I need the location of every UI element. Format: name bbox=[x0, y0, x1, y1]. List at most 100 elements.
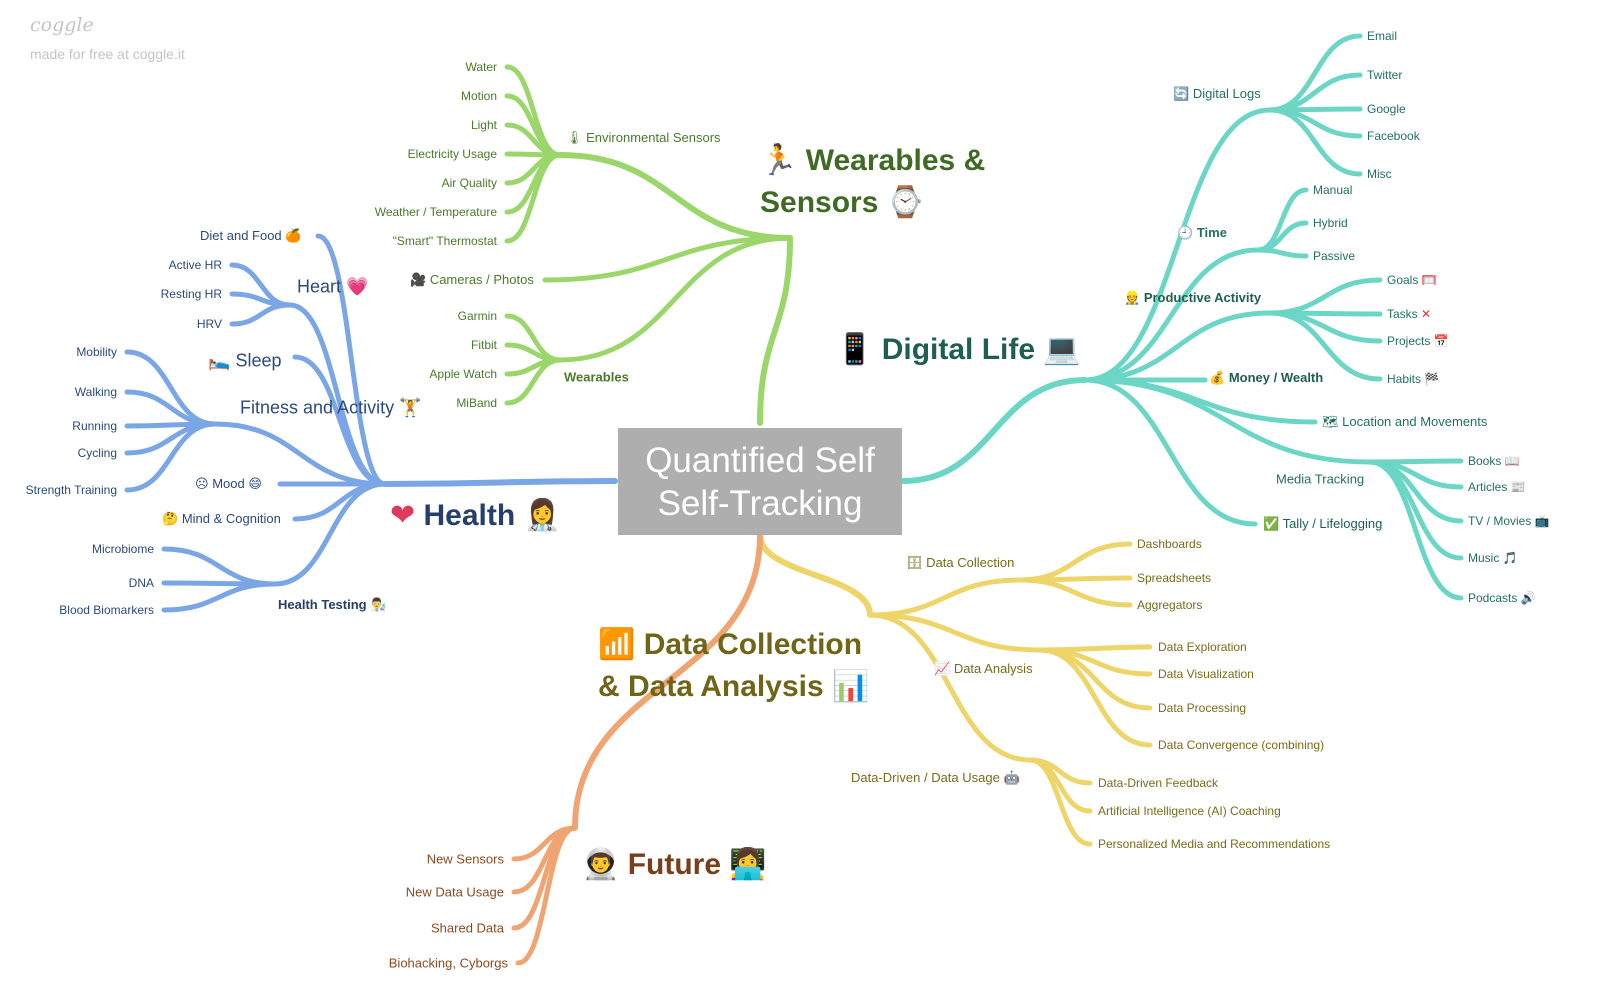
location-movements-node[interactable]: 🗺 Location and Movements bbox=[1322, 415, 1487, 429]
health-title-node[interactable]: ❤ Health 👩‍⚕️ bbox=[390, 495, 561, 537]
digital-life-title-node[interactable]: 📱 Digital Life 💻 bbox=[836, 329, 1081, 371]
env-item[interactable]: Motion bbox=[460, 89, 497, 103]
environmental-sensors-node[interactable]: 🌡 Environmental Sensors bbox=[566, 131, 721, 145]
log-item[interactable]: Google bbox=[1367, 102, 1406, 116]
media-tracking-node[interactable]: Media Tracking bbox=[1276, 471, 1365, 487]
time-leaf-link bbox=[1255, 187, 1309, 253]
media-item-music[interactable]: Music 🎵 bbox=[1468, 552, 1518, 564]
wearables-title-node[interactable]: 🏃 Wearables & Sensors ⌚ bbox=[760, 140, 985, 224]
wearables-main-branch bbox=[757, 235, 793, 426]
testing-leaf-link bbox=[161, 581, 278, 613]
mind-cognition-node[interactable]: 🤔 Mind & Cognition bbox=[162, 512, 281, 526]
wearables-node[interactable]: Wearables bbox=[564, 369, 629, 385]
data-title-node[interactable]: 📶 Data Collection & Data Analysis 📊 bbox=[598, 624, 869, 708]
time-item[interactable]: Manual bbox=[1313, 183, 1353, 197]
fitness-branch bbox=[212, 421, 388, 487]
coggle-logo[interactable]: coggle bbox=[30, 14, 94, 36]
collection-item[interactable]: Dashboards bbox=[1137, 537, 1202, 551]
fitness-item[interactable]: Strength Training bbox=[25, 483, 117, 497]
env-item[interactable]: "Smart" Thermostat bbox=[392, 234, 497, 248]
media-item-podcasts[interactable]: Podcasts 🔊 bbox=[1468, 592, 1536, 604]
diet-food-node[interactable]: Diet and Food 🍊 bbox=[200, 229, 301, 243]
money-wealth-node[interactable]: 💰 Money / Wealth bbox=[1209, 371, 1323, 385]
books-label: Books bbox=[1468, 454, 1502, 468]
analysis-item[interactable]: Data Visualization bbox=[1158, 667, 1254, 681]
future-title-node[interactable]: 👨‍🚀 Future 👩‍💻 bbox=[582, 844, 767, 886]
heart-item[interactable]: Resting HR bbox=[160, 287, 222, 301]
tally-lifelogging-label: Tally / Lifelogging bbox=[1282, 516, 1383, 531]
driven-item[interactable]: Personalized Media and Recommendations bbox=[1098, 837, 1331, 851]
collection-item[interactable]: Spreadsheets bbox=[1137, 571, 1212, 585]
heart-node[interactable]: Heart 💗 bbox=[297, 278, 368, 297]
central-node[interactable]: Quantified Self Self-Tracking bbox=[618, 428, 902, 535]
testing-item[interactable]: Microbiome bbox=[91, 542, 154, 556]
future-item[interactable]: Biohacking, Cyborgs bbox=[388, 955, 508, 971]
central-title-line2: Self-Tracking bbox=[657, 483, 863, 523]
log-item[interactable]: Misc bbox=[1367, 167, 1392, 181]
productive-item-goals[interactable]: Goals 🥅 bbox=[1387, 274, 1437, 286]
log-item[interactable]: Facebook bbox=[1367, 129, 1420, 143]
digital-logs-node[interactable]: 🔄 Digital Logs bbox=[1173, 87, 1261, 101]
testing-item[interactable]: Blood Biomarkers bbox=[59, 603, 154, 617]
tally-lifelogging-node[interactable]: ✅ Tally / Lifelogging bbox=[1263, 517, 1382, 531]
fitness-item[interactable]: Walking bbox=[74, 385, 117, 399]
time-item[interactable]: Passive bbox=[1313, 249, 1356, 263]
env-leaf-link bbox=[504, 152, 563, 244]
technologist-icon: 👩‍💻 bbox=[729, 847, 767, 882]
analysis-item[interactable]: Data Processing bbox=[1158, 701, 1247, 715]
media-item-books[interactable]: Books 📖 bbox=[1468, 455, 1520, 467]
runner-icon: 🏃 bbox=[760, 143, 798, 178]
wearable-item[interactable]: Garmin bbox=[457, 309, 497, 323]
media-item-tv[interactable]: TV / Movies 📺 bbox=[1468, 515, 1550, 527]
log-item[interactable]: Email bbox=[1367, 29, 1398, 43]
astronaut-icon: 👨‍🚀 bbox=[582, 847, 620, 882]
env-item[interactable]: Water bbox=[465, 60, 497, 74]
driven-item[interactable]: Artificial Intelligence (AI) Coaching bbox=[1098, 804, 1281, 818]
wearable-item[interactable]: Fitbit bbox=[470, 338, 497, 352]
env-item[interactable]: Electricity Usage bbox=[407, 147, 497, 161]
health-testing-label: Health Testing bbox=[278, 597, 367, 612]
analysis-item[interactable]: Data Exploration bbox=[1158, 640, 1247, 654]
fitness-item[interactable]: Cycling bbox=[77, 446, 117, 460]
log-item[interactable]: Twitter bbox=[1367, 68, 1403, 82]
diet-food-label: Diet and Food bbox=[200, 228, 282, 243]
media-item-articles[interactable]: Articles 📰 bbox=[1468, 481, 1526, 493]
productive-item-tasks[interactable]: Tasks ✕ bbox=[1387, 308, 1431, 320]
productive-item-habits[interactable]: Habits 🏁 bbox=[1387, 373, 1439, 385]
env-item[interactable]: Weather / Temperature bbox=[374, 205, 497, 219]
future-item[interactable]: New Sensors bbox=[426, 851, 504, 867]
env-item[interactable]: Air Quality bbox=[441, 176, 497, 190]
sleep-node[interactable]: 🛌 Sleep bbox=[208, 352, 281, 371]
heart-item[interactable]: Active HR bbox=[168, 258, 222, 272]
env-item[interactable]: Light bbox=[470, 118, 497, 132]
health-testing-node[interactable]: Health Testing 👨‍🔬 bbox=[278, 598, 386, 612]
time-item[interactable]: Hybrid bbox=[1313, 216, 1348, 230]
productive-activity-node[interactable]: 👷 Productive Activity bbox=[1124, 291, 1261, 305]
diet-branch bbox=[315, 233, 388, 487]
cameras-photos-node[interactable]: 🎥 Cameras / Photos bbox=[410, 273, 534, 287]
data-analysis-node[interactable]: 📈 Data Analysis bbox=[934, 662, 1033, 676]
driven-item[interactable]: Data-Driven Feedback bbox=[1098, 776, 1219, 790]
logs-leaf-link bbox=[1267, 33, 1363, 113]
collection-item[interactable]: Aggregators bbox=[1137, 598, 1203, 612]
tv-icon: 📺 bbox=[1534, 514, 1550, 528]
mood-node[interactable]: ☹ Mood 😄 bbox=[195, 477, 262, 491]
testing-item[interactable]: DNA bbox=[128, 576, 154, 590]
fitness-activity-node[interactable]: Fitness and Activity 🏋 bbox=[240, 399, 422, 418]
sleep-branch bbox=[292, 354, 388, 487]
heart-item[interactable]: HRV bbox=[196, 317, 222, 331]
environmental-sensors-label: Environmental Sensors bbox=[586, 130, 721, 145]
fitness-item[interactable]: Running bbox=[72, 419, 117, 433]
wearable-item[interactable]: MiBand bbox=[456, 396, 497, 410]
productive-item-projects[interactable]: Projects 📅 bbox=[1387, 335, 1449, 347]
future-item[interactable]: New Data Usage bbox=[405, 884, 504, 900]
wearable-item[interactable]: Apple Watch bbox=[429, 367, 497, 381]
digital-main-branch bbox=[900, 377, 1088, 484]
fitness-item[interactable]: Mobility bbox=[76, 345, 117, 359]
future-item[interactable]: Shared Data bbox=[431, 920, 504, 936]
analysis-item[interactable]: Data Convergence (combining) bbox=[1158, 738, 1325, 752]
happy-face-icon: 😄 bbox=[248, 477, 262, 492]
time-node[interactable]: 🕘 Time bbox=[1177, 226, 1227, 240]
data-collection-node[interactable]: 🗄 Data Collection bbox=[906, 556, 1014, 570]
data-driven-node[interactable]: Data-Driven / Data Usage 🤖 bbox=[851, 771, 1020, 785]
